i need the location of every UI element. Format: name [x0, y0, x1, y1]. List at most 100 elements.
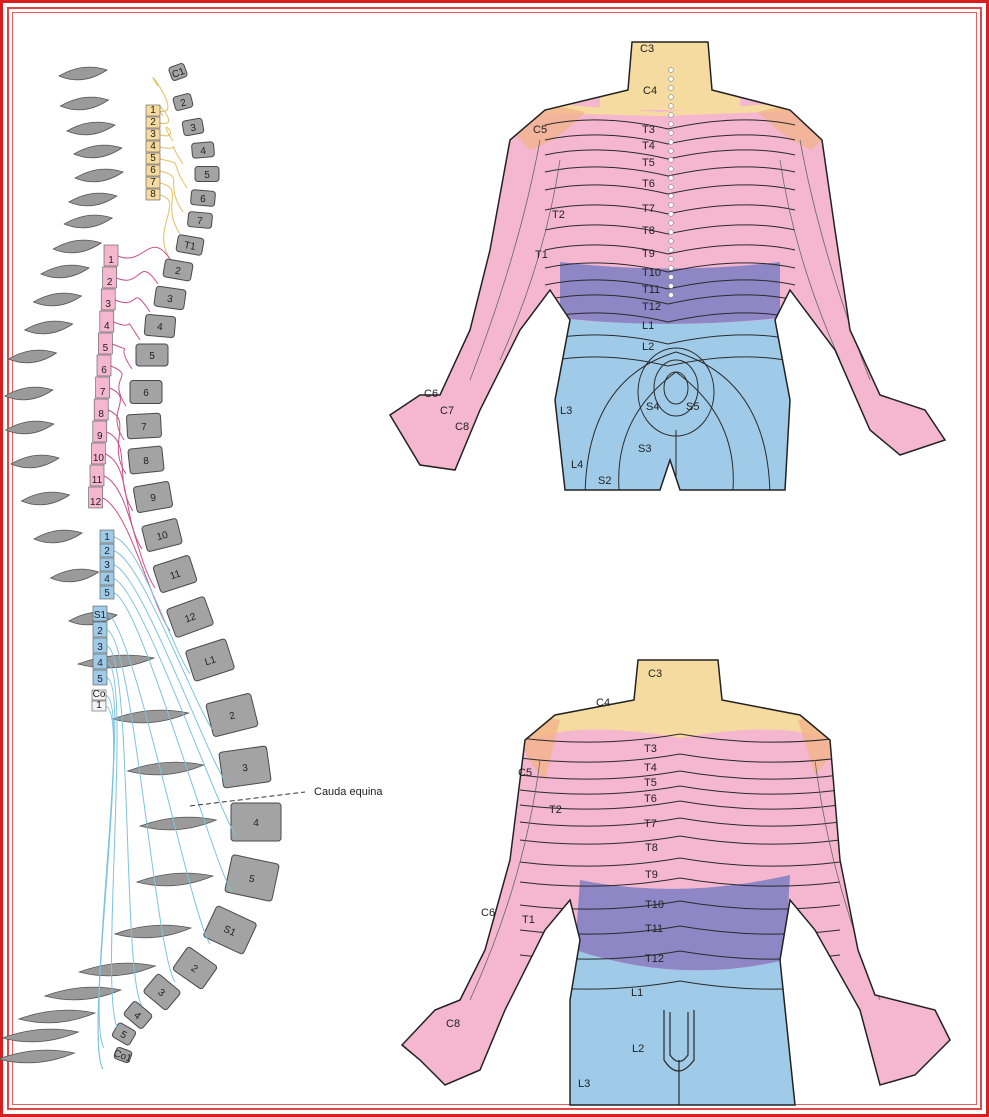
spinous-process — [59, 67, 107, 80]
vertebra: 5 — [225, 854, 280, 901]
spinous-process — [41, 265, 89, 278]
front-arm-label: T2 — [552, 209, 565, 221]
vertebra: 4 — [144, 314, 176, 338]
front-vertebra-dot — [669, 266, 674, 271]
cord-segment-label: 4 — [97, 658, 103, 669]
cord-segment-label: 6 — [150, 165, 156, 176]
cord-segment-cervical: 1 — [146, 105, 160, 116]
vertebra: 5 — [136, 344, 168, 366]
cord-segment-cervical: 8 — [146, 189, 160, 200]
cord-segment-label: 3 — [105, 299, 111, 310]
front-vertebra-dot — [669, 257, 674, 262]
front-vertebra-dot — [669, 239, 674, 244]
front-band-label: T8 — [642, 225, 655, 237]
spinous-process — [51, 569, 99, 582]
cord-segment-coccygeal: 1 — [92, 700, 106, 711]
spinous-process — [79, 963, 155, 976]
cord-segment-thoracic: 3 — [101, 289, 115, 310]
front-band-label: L1 — [642, 320, 654, 332]
cord-segment-thoracic: 11 — [90, 465, 104, 486]
cord-segment-label: 2 — [107, 277, 113, 288]
back-band-label: T11 — [645, 923, 663, 935]
cord-segment-label: 7 — [100, 387, 106, 398]
vertebra-label: 4 — [253, 818, 259, 829]
cord-segment-lumbar: 5 — [100, 586, 114, 599]
spinous-process — [60, 97, 108, 110]
front-vertebra-dot — [669, 149, 674, 154]
vertebra: 6 — [130, 381, 162, 404]
back-band-label: T4 — [644, 762, 657, 774]
cord-segment-thoracic: 12 — [89, 487, 103, 508]
front-vertebra-dot — [669, 203, 674, 208]
cord-segment-cervical: 3 — [146, 129, 160, 140]
vertebra: 12 — [166, 596, 214, 638]
spinal-nerve — [114, 322, 140, 340]
vertebra: 2 — [172, 946, 218, 990]
vertebra: 3 — [154, 286, 186, 310]
cord-segment-thoracic: 10 — [91, 443, 105, 464]
cord-segment-thoracic: 6 — [97, 355, 111, 376]
front-arm-label: C6 — [424, 388, 438, 400]
spinous-process — [64, 215, 112, 228]
cord-segment-sacral: 2 — [93, 622, 107, 637]
cord-segment-label: 2 — [104, 546, 110, 557]
front-lower-label: L3 — [560, 405, 572, 417]
spinous-process — [19, 1010, 95, 1023]
vertebra: 8 — [128, 446, 164, 474]
cord-segment-label: 8 — [98, 409, 104, 420]
cord-segment-label: 1 — [108, 255, 114, 266]
cord-segment-label: 11 — [92, 475, 103, 486]
cord-segment-thoracic: 8 — [94, 399, 108, 420]
cord-segment-label: 1 — [104, 532, 110, 543]
cord-segment-label: 12 — [90, 497, 102, 508]
back-body-dermatome-map: C3C4C5T3T4T5T6T7T8T9T10T11T12L1L2L3T2T1C… — [390, 650, 960, 1110]
back-arm-label: T2 — [549, 804, 562, 816]
cord-segment-thoracic: 1 — [104, 245, 118, 266]
vertebra-label: Co1 — [112, 1048, 133, 1065]
vertebra-label: 5 — [149, 351, 155, 362]
spinal-nerve — [117, 272, 158, 284]
spinal-nerve — [160, 183, 180, 234]
cord-segment-coccygeal: Co — [92, 689, 106, 700]
vertebra: 2 — [206, 693, 259, 737]
spinous-process — [11, 455, 59, 468]
cord-segment-lumbar: 1 — [100, 530, 114, 543]
cord-segment-label: 9 — [97, 431, 103, 442]
spinous-process — [137, 873, 213, 886]
vertebra: 5 — [111, 1022, 136, 1046]
back-band-label: T9 — [645, 869, 658, 881]
front-neck-label: C3 — [640, 43, 654, 55]
spinous-process — [140, 817, 216, 830]
back-band-label: T7 — [644, 818, 657, 830]
vertebra: 4 — [231, 803, 281, 841]
front-lower-label: L4 — [571, 459, 583, 471]
cord-segment-label: 1 — [96, 700, 102, 711]
spinous-process — [74, 145, 122, 158]
front-vertebra-dot — [669, 248, 674, 253]
front-vertebra-dot — [669, 113, 674, 118]
vertebra: 5 — [195, 167, 219, 182]
cord-segment-thoracic: 4 — [100, 311, 114, 332]
cord-segment-thoracic: 7 — [96, 377, 110, 398]
cord-segment-label: 10 — [93, 453, 105, 464]
spinal-nerve — [118, 247, 170, 259]
front-vertebra-dot — [669, 284, 674, 289]
vertebra-label: 7 — [141, 422, 148, 433]
front-band-label: T11 — [642, 284, 660, 296]
spinous-process — [21, 492, 69, 505]
front-band-label: T6 — [642, 178, 655, 190]
cord-segment-label: 8 — [150, 189, 156, 200]
spinal-nerve — [110, 388, 124, 440]
cord-segment-label: 5 — [104, 588, 110, 599]
cord-segment-sacral: S1 — [93, 606, 107, 621]
back-neck-label: C4 — [596, 697, 610, 709]
cord-segment-cervical: 6 — [146, 165, 160, 176]
front-vertebra-dot — [669, 221, 674, 226]
back-band-label: L2 — [632, 1043, 644, 1055]
spinal-nerve — [111, 366, 126, 406]
front-vertebra-dot — [669, 194, 674, 199]
front-vertebra-dot — [669, 131, 674, 136]
front-vertebra-dot — [669, 167, 674, 172]
front-vertebra-dot — [669, 68, 674, 73]
front-vertebra-dot — [669, 122, 674, 127]
